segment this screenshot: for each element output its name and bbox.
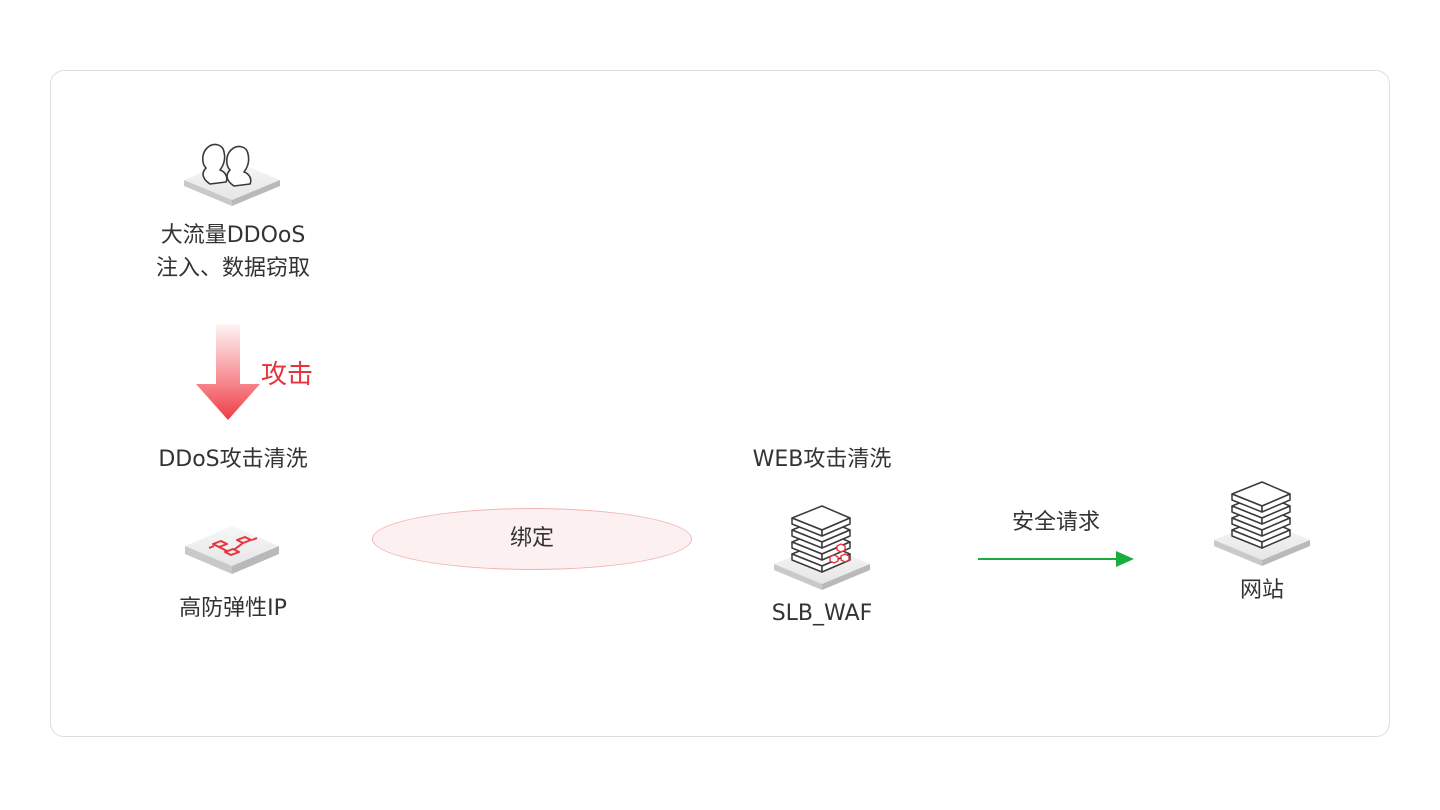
attacker-line1: 大流量DDOoS (160, 223, 306, 248)
attack-label: 攻击 (261, 360, 314, 390)
ddos-title: DDoS攻击清洗 (158, 447, 308, 472)
safe-request-arrow (978, 551, 1134, 567)
bind-label: 绑定 (509, 526, 554, 551)
attacker-line2: 注入、数据窃取 (155, 256, 310, 281)
server-stack-icon (1214, 481, 1310, 566)
users-icon (184, 143, 280, 206)
safe-request-label: 安全请求 (1011, 510, 1100, 535)
waf-title: WEB攻击清洗 (752, 447, 892, 472)
ddos-label: 高防弹性IP (179, 596, 287, 621)
bind-ellipse (372, 508, 692, 570)
diagram-frame (50, 70, 1390, 737)
attack-arrow (196, 324, 260, 420)
waf-label: SLB_WAF (771, 601, 873, 626)
website-label: 网站 (1239, 578, 1284, 603)
server-waf-icon (774, 505, 870, 590)
network-ip-icon (185, 526, 279, 574)
